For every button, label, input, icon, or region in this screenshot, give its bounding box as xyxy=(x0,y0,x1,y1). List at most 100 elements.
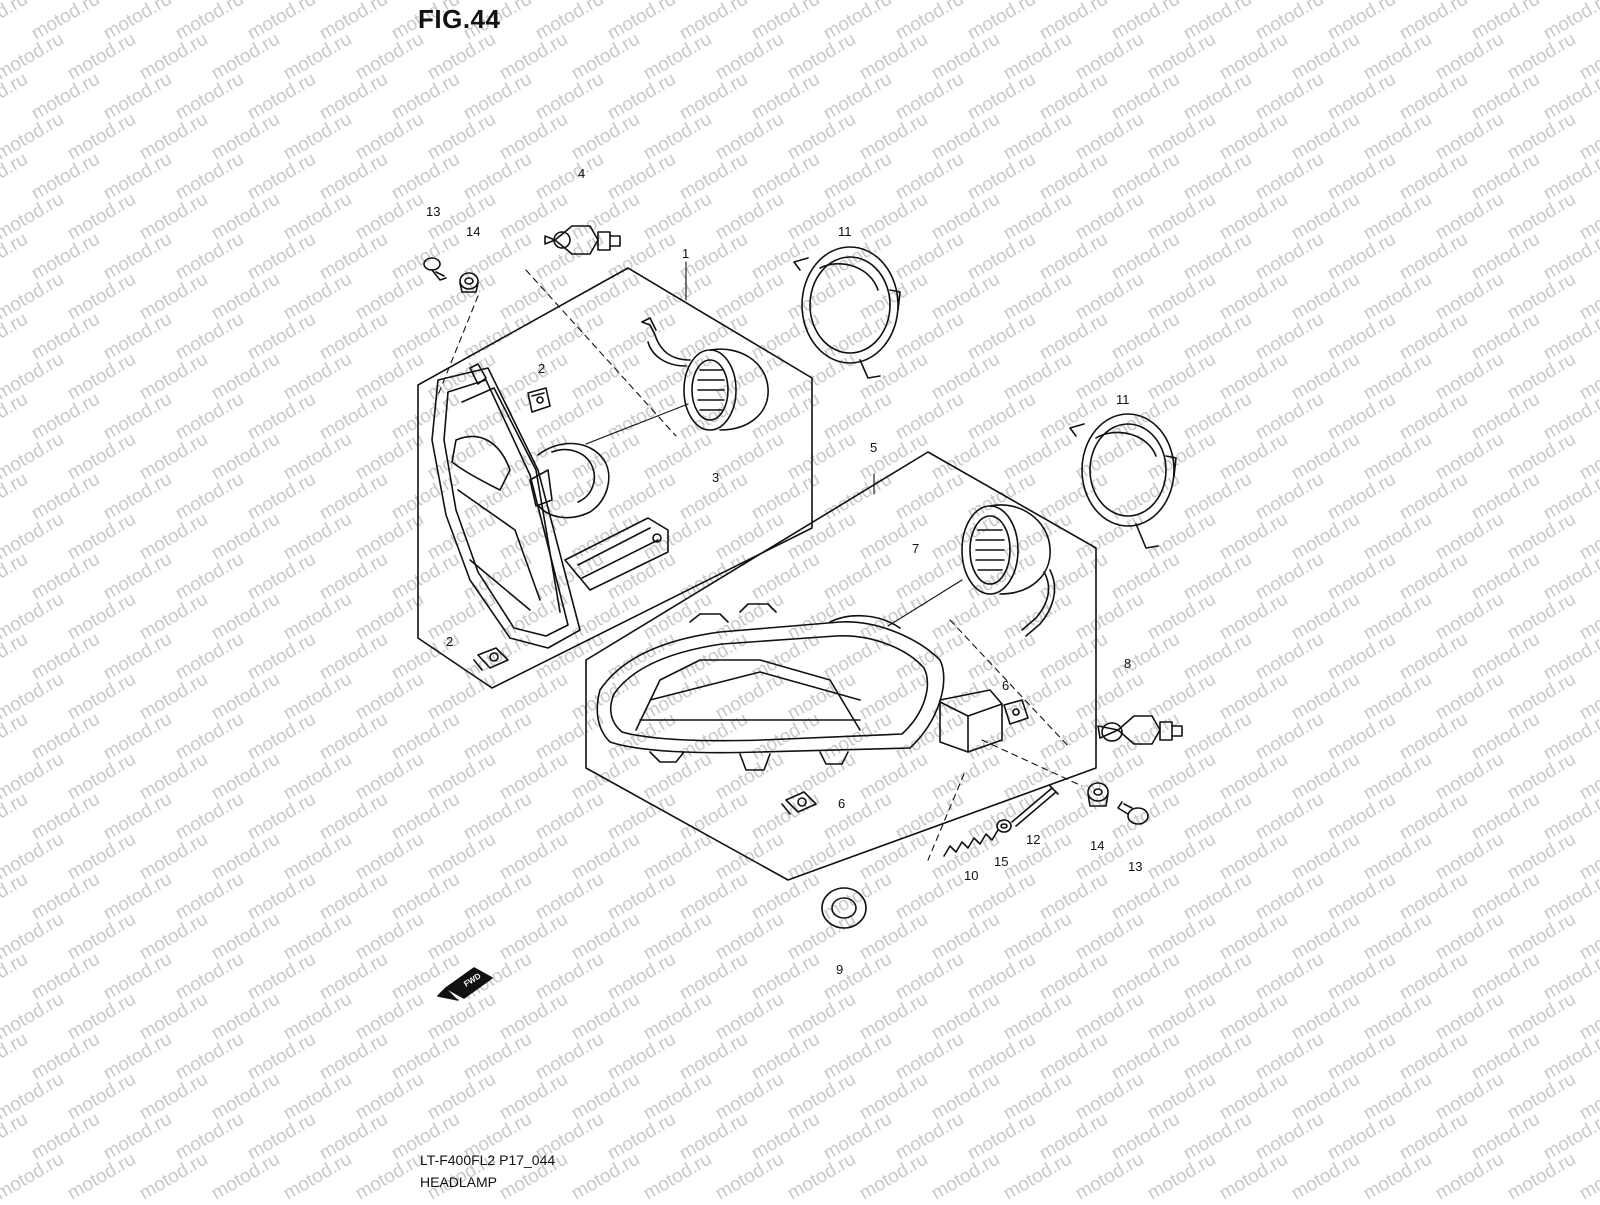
watermark-text: motod.ru xyxy=(1036,149,1111,205)
bulb-4 xyxy=(544,225,621,255)
callout-7: 7 xyxy=(912,541,919,556)
watermark-text: motod.ru xyxy=(1180,0,1255,44)
watermark-text: motod.ru xyxy=(856,29,931,85)
watermark-text: motod.ru xyxy=(1072,749,1147,805)
watermark-text: motod.ru xyxy=(1324,869,1399,925)
watermark-text: motod.ru xyxy=(856,989,931,1045)
watermark-text: motod.ru xyxy=(892,149,967,205)
watermark-text: motod.ru xyxy=(0,1029,31,1085)
watermark-text: motod.ru xyxy=(1144,1069,1219,1125)
watermark-text: motod.ru xyxy=(316,309,391,365)
callout-14-upper: 14 xyxy=(466,224,480,239)
watermark-text: motod.ru xyxy=(640,29,715,85)
watermark-text: motod.ru xyxy=(388,469,463,525)
callout-2-lower: 2 xyxy=(446,634,453,649)
watermark-text: motod.ru xyxy=(244,0,319,44)
watermark-text: motod.ru xyxy=(352,909,427,965)
watermark-text: motod.ru xyxy=(604,69,679,125)
watermark-text: motod.ru xyxy=(1036,309,1111,365)
watermark-text: motod.ru xyxy=(316,149,391,205)
watermark-text: motod.ru xyxy=(820,469,895,525)
watermark-text: motod.ru xyxy=(892,629,967,685)
watermark-text: motod.ru xyxy=(820,869,895,925)
watermark-text: motod.ru xyxy=(1432,1149,1507,1200)
watermark-text: motod.ru xyxy=(748,69,823,125)
watermark-text: motod.ru xyxy=(1072,189,1147,245)
watermark-text: motod.ru xyxy=(1072,509,1147,565)
watermark-text: motod.ru xyxy=(1144,1149,1219,1200)
watermark-text: motod.ru xyxy=(820,149,895,205)
watermark-text: motod.ru xyxy=(784,29,859,85)
watermark-text: motod.ru xyxy=(1180,389,1255,445)
watermark-text: motod.ru xyxy=(1144,829,1219,885)
watermark-text: motod.ru xyxy=(1396,549,1471,605)
watermark-text: motod.ru xyxy=(1396,709,1471,765)
watermark-text: motod.ru xyxy=(820,549,895,605)
watermark-text: motod.ru xyxy=(100,0,175,44)
watermark-text: motod.ru xyxy=(64,189,139,245)
watermark-text: motod.ru xyxy=(1108,229,1183,285)
callout-8: 8 xyxy=(1124,656,1131,671)
watermark-text: motod.ru xyxy=(1504,1149,1579,1200)
watermark-text: motod.ru xyxy=(352,1069,427,1125)
watermark-text: motod.ru xyxy=(1324,229,1399,285)
watermark-text: motod.ru xyxy=(604,1029,679,1085)
watermark-text: motod.ru xyxy=(172,149,247,205)
watermark-text: motod.ru xyxy=(388,69,463,125)
watermark-text: motod.ru xyxy=(964,1109,1039,1165)
watermark-text: motod.ru xyxy=(352,829,427,885)
watermark-text: motod.ru xyxy=(1216,589,1291,645)
watermark-text: motod.ru xyxy=(928,909,1003,965)
watermark-text: motod.ru xyxy=(748,0,823,44)
watermark-text: motod.ru xyxy=(1000,349,1075,405)
callout-13-lower: 13 xyxy=(1128,859,1142,874)
watermark-text: motod.ru xyxy=(28,469,103,525)
watermark-text: motod.ru xyxy=(964,309,1039,365)
watermark-text: motod.ru xyxy=(532,389,607,445)
watermark-text: motod.ru xyxy=(388,789,463,845)
watermark-text: motod.ru xyxy=(784,109,859,165)
watermark-text: motod.ru xyxy=(0,149,31,205)
watermark-text: motod.ru xyxy=(280,749,355,805)
watermark-text: motod.ru xyxy=(1288,989,1363,1045)
watermark-text: motod.ru xyxy=(1396,0,1471,44)
watermark-text: motod.ru xyxy=(1504,909,1579,965)
watermark-text: motod.ru xyxy=(1324,709,1399,765)
watermark-text: motod.ru xyxy=(208,269,283,325)
watermark-text: motod.ru xyxy=(1108,1109,1183,1165)
leader-socket-7 xyxy=(887,579,963,627)
watermark-text: motod.ru xyxy=(892,469,967,525)
watermark-text: motod.ru xyxy=(820,389,895,445)
watermark-text: motod.ru xyxy=(1072,269,1147,325)
watermark-text: motod.ru xyxy=(820,789,895,845)
watermark-text: motod.ru xyxy=(64,589,139,645)
watermark-text: motod.ru xyxy=(1180,629,1255,685)
watermark-text: motod.ru xyxy=(892,709,967,765)
watermark-text: motod.ru xyxy=(1360,109,1435,165)
watermark-text: motod.ru xyxy=(676,949,751,1005)
watermark-text: motod.ru xyxy=(244,709,319,765)
watermark-text: motod.ru xyxy=(1324,389,1399,445)
watermark-text: motod.ru xyxy=(1180,549,1255,605)
watermark-text: motod.ru xyxy=(1396,229,1471,285)
watermark-text: motod.ru xyxy=(1360,829,1435,885)
headlamp-upper-housing xyxy=(431,363,669,649)
watermark-text: motod.ru xyxy=(1504,989,1579,1045)
watermark-text: motod.ru xyxy=(1396,1109,1471,1165)
watermark-text: motod.ru xyxy=(640,429,715,485)
watermark-text: motod.ru xyxy=(28,229,103,285)
watermark-text: motod.ru xyxy=(172,869,247,925)
watermark-text: motod.ru xyxy=(280,429,355,485)
watermark-text: motod.ru xyxy=(1216,909,1291,965)
watermark-text: motod.ru xyxy=(1504,109,1579,165)
watermark-text: motod.ru xyxy=(928,269,1003,325)
watermark-text: motod.ru xyxy=(640,509,715,565)
watermark-text: motod.ru xyxy=(208,829,283,885)
watermark-text: motod.ru xyxy=(676,1029,751,1085)
watermark-text: motod.ru xyxy=(100,869,175,925)
watermark-text: motod.ru xyxy=(496,749,571,805)
watermark-text: motod.ru xyxy=(1252,229,1327,285)
watermark-text: motod.ru xyxy=(1576,0,1600,4)
watermark-text: motod.ru xyxy=(640,909,715,965)
